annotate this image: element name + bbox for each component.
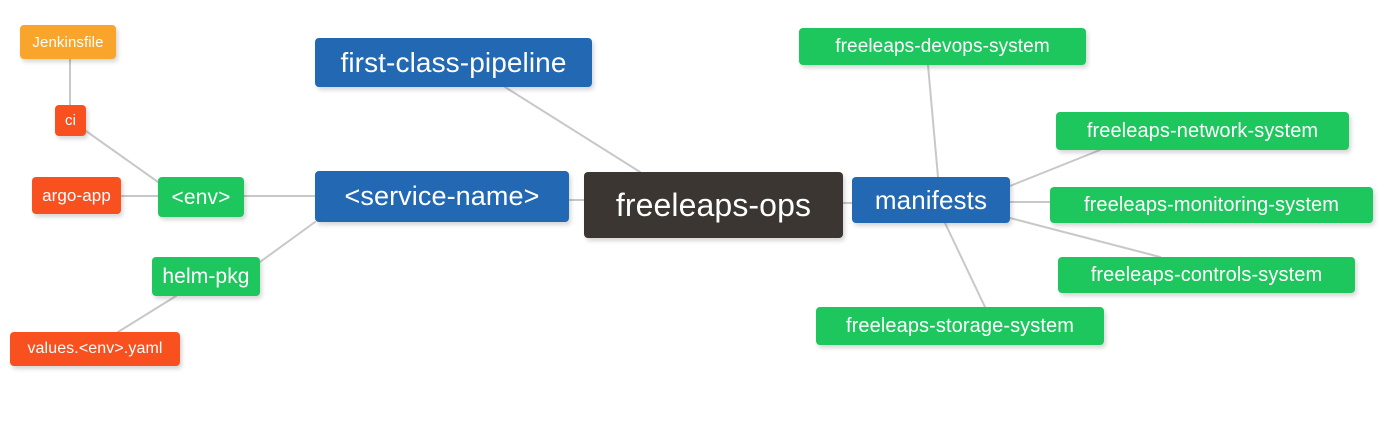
node-monitoring-system[interactable]: freeleaps-monitoring-system — [1050, 187, 1373, 223]
node-storage-system[interactable]: freeleaps-storage-system — [816, 307, 1104, 345]
node-manifests[interactable]: manifests — [852, 177, 1010, 223]
node-label-freeleaps-ops: freeleaps-ops — [615, 187, 812, 223]
node-label-ci: ci — [64, 112, 77, 129]
node-label-jenkinsfile: Jenkinsfile — [32, 33, 104, 51]
node-label-values-yaml: values.<env>.yaml — [27, 340, 163, 357]
node-label-first-class-pipeline: first-class-pipeline — [340, 46, 567, 78]
node-jenkinsfile[interactable]: Jenkinsfile — [20, 25, 116, 59]
node-ci[interactable]: ci — [55, 105, 86, 136]
node-label-helm-pkg: helm-pkg — [162, 265, 250, 288]
node-first-class-pipeline[interactable]: first-class-pipeline — [315, 38, 592, 87]
edge-manifests-to-network-system — [1009, 149, 1101, 187]
edge-manifests-to-devops-system — [927, 64, 939, 178]
edge-helm-pkg-to-values-yaml — [117, 295, 177, 333]
node-env[interactable]: <env> — [158, 177, 244, 217]
node-label-service-name: <service-name> — [344, 181, 540, 211]
node-values-yaml[interactable]: values.<env>.yaml — [10, 332, 180, 366]
node-controls-system[interactable]: freeleaps-controls-system — [1058, 257, 1355, 293]
node-label-manifests: manifests — [874, 185, 988, 215]
node-label-storage-system: freeleaps-storage-system — [845, 315, 1075, 337]
node-label-network-system: freeleaps-network-system — [1086, 120, 1319, 142]
node-helm-pkg[interactable]: helm-pkg — [152, 257, 260, 296]
node-service-name[interactable]: <service-name> — [315, 171, 569, 222]
edge-manifests-to-storage-system — [944, 222, 986, 308]
node-label-controls-system: freeleaps-controls-system — [1090, 264, 1323, 286]
edge-manifests-to-controls-system — [1009, 217, 1161, 258]
node-label-monitoring-system: freeleaps-monitoring-system — [1083, 194, 1339, 216]
node-freeleaps-ops[interactable]: freeleaps-ops — [584, 172, 843, 238]
node-devops-system[interactable]: freeleaps-devops-system — [799, 28, 1086, 65]
edge-ci-to-env — [85, 130, 159, 183]
node-argo-app[interactable]: argo-app — [32, 177, 121, 214]
edge-service-name-to-helm-pkg — [259, 221, 316, 263]
node-label-argo-app: argo-app — [42, 186, 111, 205]
node-label-env: <env> — [171, 185, 231, 209]
node-network-system[interactable]: freeleaps-network-system — [1056, 112, 1349, 150]
edge-first-class-pipeline-to-freeleaps-ops — [504, 86, 641, 173]
node-label-devops-system: freeleaps-devops-system — [835, 36, 1050, 57]
